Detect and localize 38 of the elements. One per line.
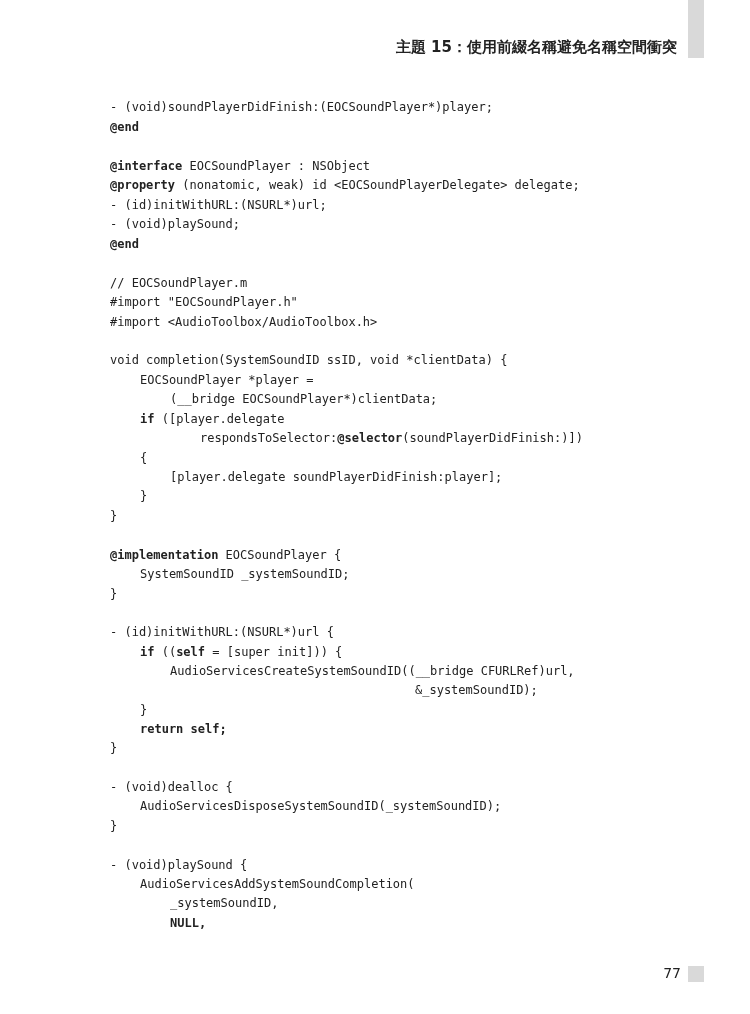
code-line: AudioServicesAddSystemSoundCompletion( <box>140 877 415 892</box>
code-line: @property (nonatomic, weak) id <EOCSoundPlayerDelegate> delegate; <box>110 178 580 193</box>
code-line: _systemSoundID, <box>170 896 279 911</box>
code-line: #import "EOCSoundPlayer.h" <box>110 295 298 310</box>
code-line: { <box>140 451 148 466</box>
code-line: void completion(SystemSoundID ssID, void *clientData) { <box>110 353 508 368</box>
code-line: @end <box>110 237 139 252</box>
code-line: &_systemSoundID); <box>415 683 538 698</box>
code-line: NULL, <box>170 916 207 931</box>
code-line: return self; <box>140 722 227 737</box>
code-line: AudioServicesCreateSystemSoundID((__bridge CFURLRef)url, <box>170 664 575 679</box>
code-line: - (void)soundPlayerDidFinish:(EOCSoundPlayer*)player; <box>110 100 493 115</box>
code-line: #import <AudioToolbox/AudioToolbox.h> <box>110 315 378 330</box>
code-line: (__bridge EOCSoundPlayer*)clientData; <box>170 392 438 407</box>
code-line: if ((self = [super init])) { <box>140 645 343 660</box>
code-line: [player.delegate soundPlayerDidFinish:player]; <box>170 470 503 485</box>
code-line: } <box>110 509 118 524</box>
code-line: } <box>110 819 118 834</box>
code-line: EOCSoundPlayer *player = <box>140 373 314 388</box>
code-line: } <box>140 489 148 504</box>
code-line: @interface EOCSoundPlayer : NSObject <box>110 159 371 174</box>
code-line: if ([player.delegate <box>140 412 285 427</box>
code-line: - (id)initWithURL:(NSURL*)url { <box>110 625 334 640</box>
code-line: respondsToSelector:@selector(soundPlayerDidFinish:)]) <box>200 431 583 446</box>
code-line: } <box>140 703 148 718</box>
code-line: - (void)playSound; <box>110 217 241 232</box>
code-line: - (void)playSound { <box>110 858 248 873</box>
running-header: 主題 15：使用前綴名稱避免名稱空間衝突 <box>395 38 677 57</box>
code-line: AudioServicesDisposeSystemSoundID(_systemSoundID); <box>140 799 502 814</box>
code-line: @implementation EOCSoundPlayer { <box>110 548 342 563</box>
code-line: - (id)initWithURL:(NSURL*)url; <box>110 198 327 213</box>
page-number: 77 <box>663 965 681 981</box>
code-line: } <box>110 587 118 602</box>
code-line: @end <box>110 120 139 135</box>
code-line: // EOCSoundPlayer.m <box>110 276 248 291</box>
code-line: } <box>110 741 118 756</box>
code-line: SystemSoundID _systemSoundID; <box>140 567 350 582</box>
code-line: - (void)dealloc { <box>110 780 233 795</box>
